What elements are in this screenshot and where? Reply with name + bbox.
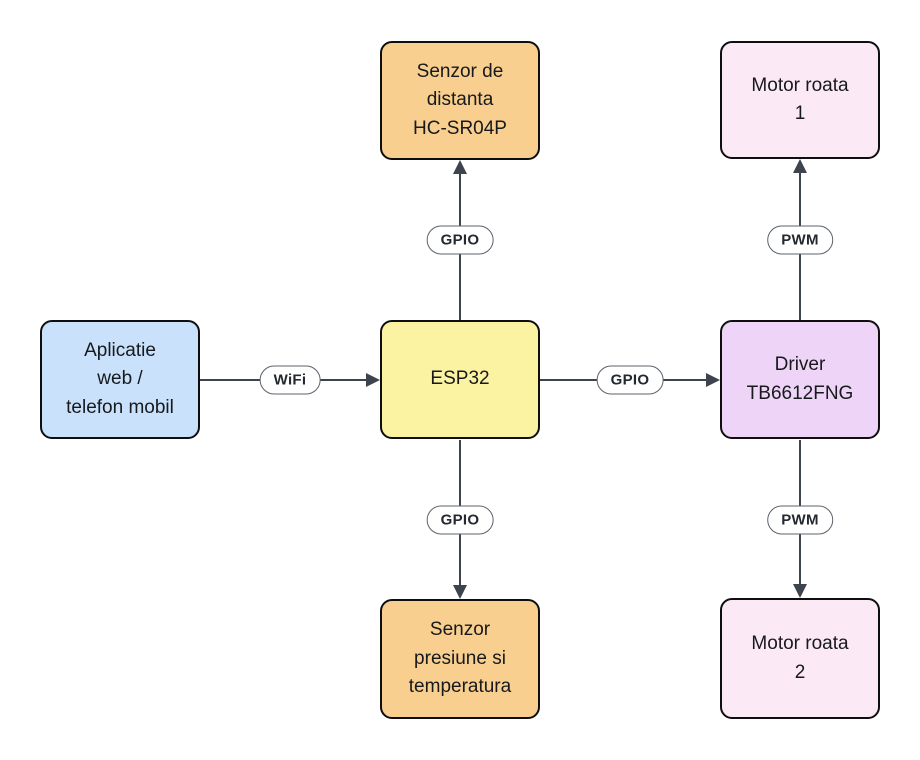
edge-label-gpio-top: GPIO — [426, 225, 494, 255]
node-motor-driver: Driver TB6612FNG — [720, 320, 880, 439]
node-esp32: ESP32 — [380, 320, 540, 439]
node-distance-sensor: Senzor de distanta HC-SR04P — [380, 41, 540, 160]
arrowhead-down-icon — [453, 585, 467, 599]
arrowhead-up-icon — [453, 160, 467, 174]
node-motor-wheel-1: Motor roata 1 — [720, 41, 880, 159]
node-motor-wheel-2: Motor roata 2 — [720, 598, 880, 719]
edge-label-gpio-bottom: GPIO — [426, 505, 494, 535]
edge-label-pwm-top: PWM — [767, 225, 833, 255]
arrowhead-down-icon — [793, 584, 807, 598]
node-pressure-temperature-sensor: Senzor presiune si temperatura — [380, 599, 540, 719]
edge-label-pwm-bottom: PWM — [767, 505, 833, 535]
arrowhead-right-icon — [366, 373, 380, 387]
edge-label-gpio-right: GPIO — [596, 365, 664, 395]
arrowhead-up-icon — [793, 159, 807, 173]
edge-label-wifi: WiFi — [259, 365, 321, 395]
node-web-app: Aplicatie web / telefon mobil — [40, 320, 200, 439]
arrowhead-right-icon — [706, 373, 720, 387]
